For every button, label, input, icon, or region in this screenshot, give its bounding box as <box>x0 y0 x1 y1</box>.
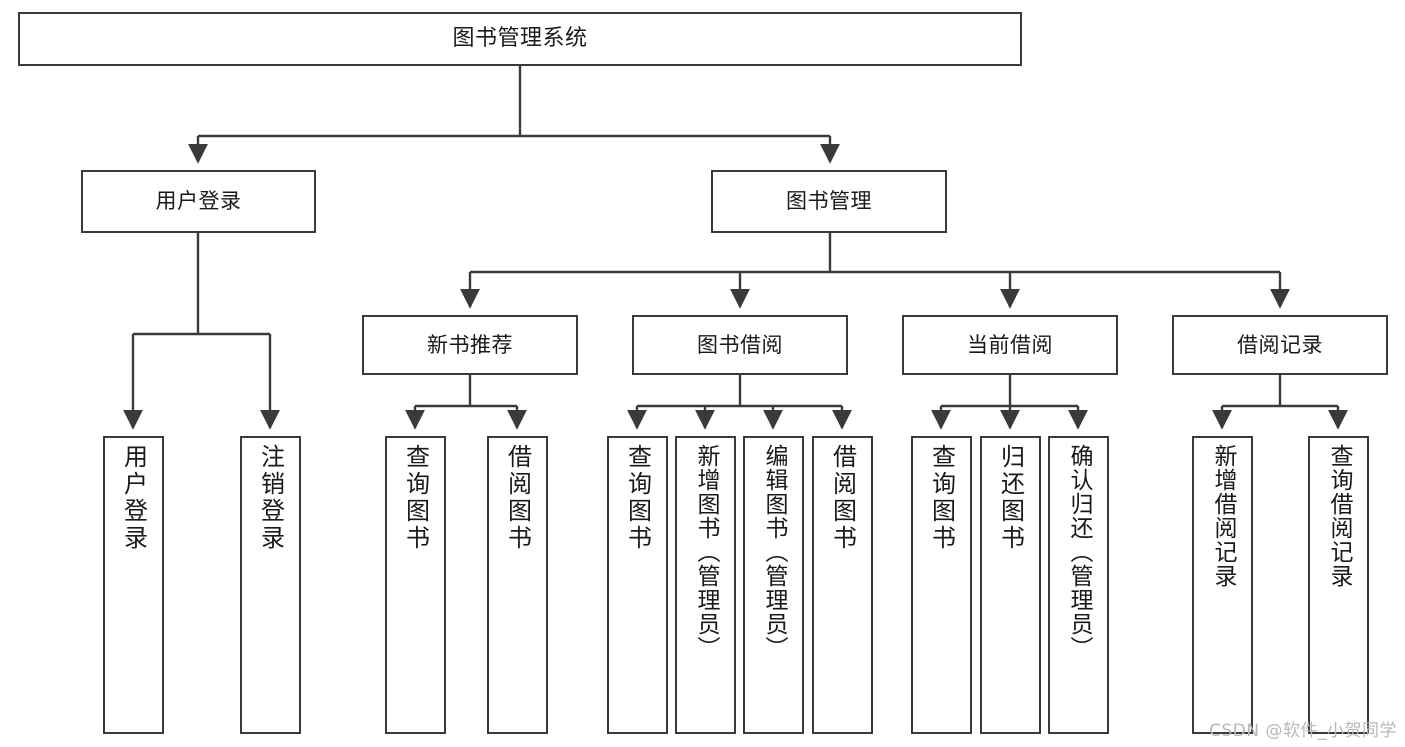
node-leaf-query-book-2-label: 查询图书 <box>623 444 652 552</box>
node-leaf-logout-login[interactable]: 注销登录 <box>240 436 301 734</box>
node-book-borrow-label: 图书借阅 <box>697 332 783 357</box>
node-leaf-add-borrow-record-label: 新增借阅记录 <box>1210 444 1236 588</box>
node-leaf-query-book-2[interactable]: 查询图书 <box>607 436 668 734</box>
node-borrow-record[interactable]: 借阅记录 <box>1172 315 1388 375</box>
node-leaf-add-borrow-record[interactable]: 新增借阅记录 <box>1192 436 1253 734</box>
node-leaf-query-book-3[interactable]: 查询图书 <box>911 436 972 734</box>
node-current-borrow[interactable]: 当前借阅 <box>902 315 1118 375</box>
node-leaf-query-book-3-label: 查询图书 <box>927 444 956 552</box>
node-leaf-user-login[interactable]: 用户登录 <box>103 436 164 734</box>
node-leaf-user-login-label: 用户登录 <box>119 444 148 552</box>
node-leaf-confirm-return-admin-label: 确认归还（管理员） <box>1066 444 1092 660</box>
node-book-management-label: 图书管理 <box>786 189 872 214</box>
node-leaf-confirm-return-admin[interactable]: 确认归还（管理员） <box>1048 436 1109 734</box>
node-current-borrow-label: 当前借阅 <box>967 332 1053 357</box>
node-book-management[interactable]: 图书管理 <box>711 170 947 233</box>
csdn-watermark: CSDN @软件_小贺同学 <box>1209 721 1397 741</box>
node-new-book-recommend-label: 新书推荐 <box>427 332 513 357</box>
node-leaf-query-borrow-record-label: 查询借阅记录 <box>1326 444 1352 588</box>
node-leaf-edit-book-admin[interactable]: 编辑图书（管理员） <box>743 436 804 734</box>
node-book-borrow[interactable]: 图书借阅 <box>632 315 848 375</box>
node-root-system[interactable]: 图书管理系统 <box>18 12 1022 66</box>
node-leaf-borrow-book-1-label: 借阅图书 <box>503 444 532 552</box>
node-leaf-borrow-book-2[interactable]: 借阅图书 <box>812 436 873 734</box>
node-borrow-record-label: 借阅记录 <box>1237 332 1323 357</box>
node-user-login[interactable]: 用户登录 <box>81 170 316 233</box>
node-root-system-label: 图书管理系统 <box>452 26 588 52</box>
node-new-book-recommend[interactable]: 新书推荐 <box>362 315 578 375</box>
node-leaf-borrow-book-1[interactable]: 借阅图书 <box>487 436 548 734</box>
node-leaf-query-book-1-label: 查询图书 <box>401 444 430 552</box>
node-leaf-return-book[interactable]: 归还图书 <box>980 436 1041 734</box>
node-leaf-logout-login-label: 注销登录 <box>256 444 285 552</box>
node-leaf-query-book-1[interactable]: 查询图书 <box>385 436 446 734</box>
node-user-login-label: 用户登录 <box>155 189 242 214</box>
node-leaf-edit-book-admin-label: 编辑图书（管理员） <box>761 444 787 660</box>
node-leaf-add-book-admin[interactable]: 新增图书（管理员） <box>675 436 736 734</box>
node-leaf-add-book-admin-label: 新增图书（管理员） <box>693 444 719 660</box>
node-leaf-query-borrow-record[interactable]: 查询借阅记录 <box>1308 436 1369 734</box>
node-leaf-borrow-book-2-label: 借阅图书 <box>828 444 857 552</box>
node-leaf-return-book-label: 归还图书 <box>996 444 1025 552</box>
